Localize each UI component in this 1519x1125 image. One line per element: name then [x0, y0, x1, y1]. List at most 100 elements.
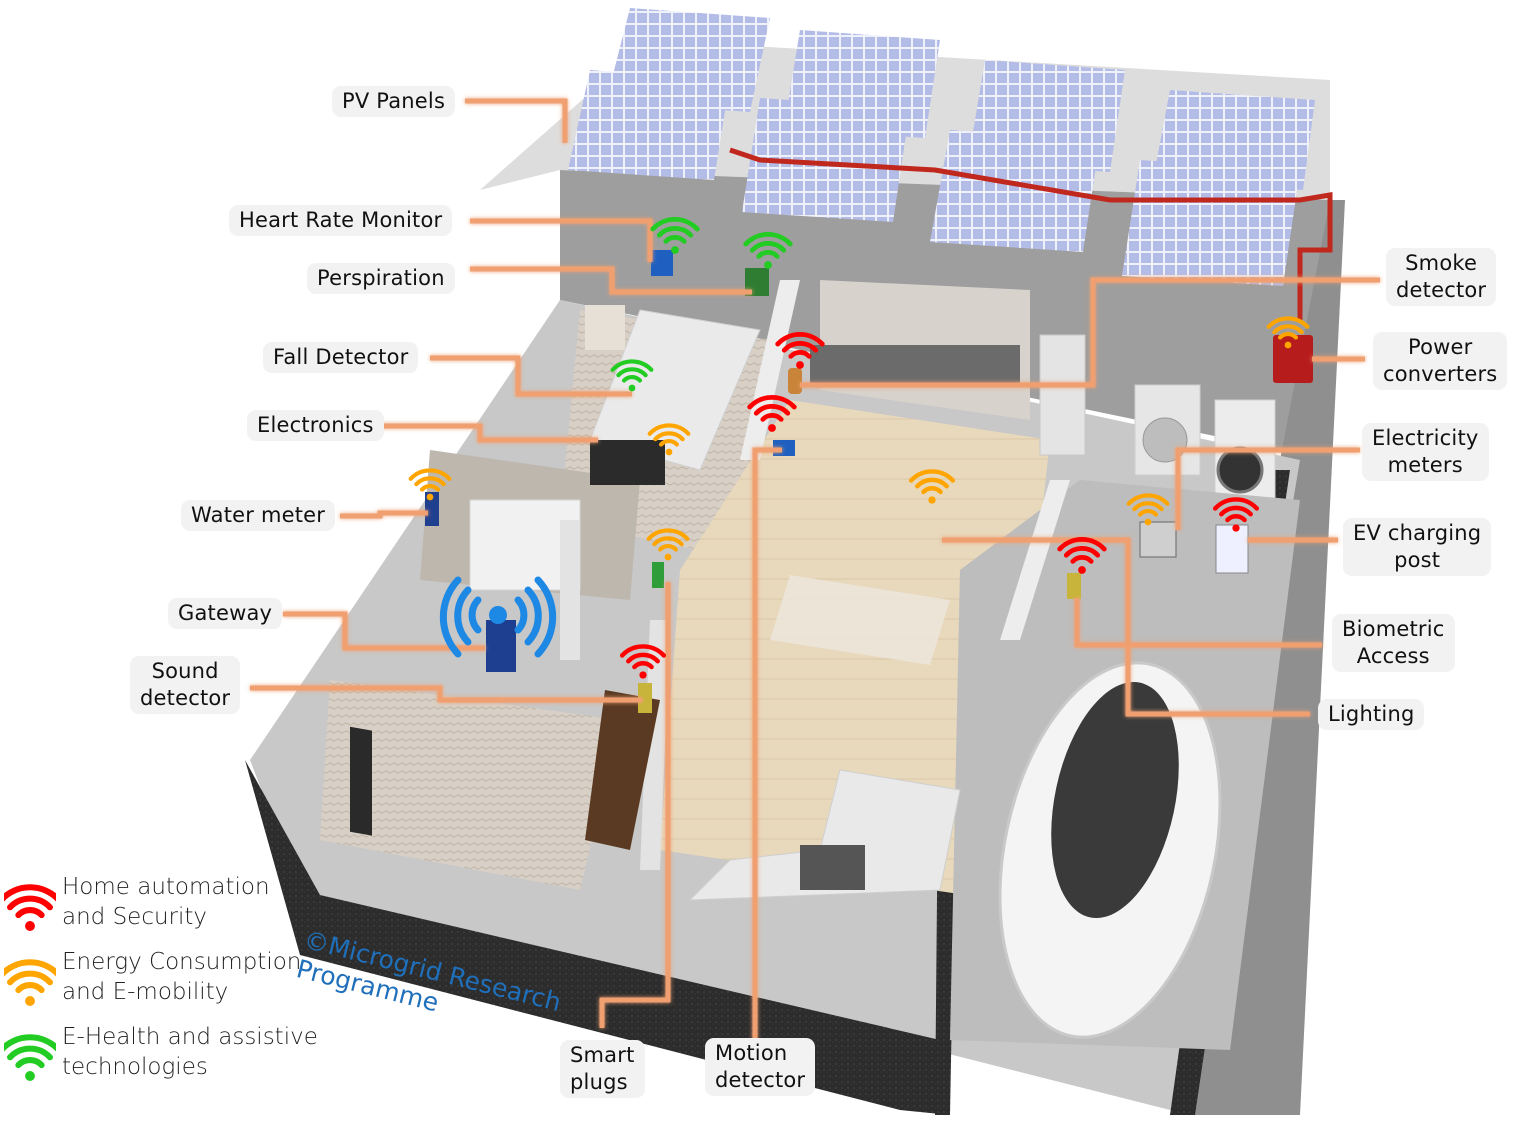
wifi-arc: [632, 661, 654, 670]
label-power-converters: Power converters: [1373, 332, 1508, 390]
label-electricity-meters-line1: Electricity: [1372, 426, 1479, 450]
heart-rate-wifi-icon: [650, 217, 700, 254]
gateway-wave-left: [439, 576, 462, 658]
label-fall-detector: Fall Detector: [263, 342, 419, 373]
gateway-wave-right: [524, 586, 542, 646]
wifi-arc: [656, 226, 694, 238]
wifi-dot: [671, 246, 679, 254]
label-smart-plugs-line1: Smart: [570, 1043, 635, 1067]
sound-detector-device: [638, 683, 652, 713]
label-gateway: Gateway: [168, 598, 283, 629]
wifi-arc: [621, 375, 643, 383]
pv-panel: [930, 130, 1100, 252]
label-ev-charging-line2: post: [1394, 548, 1441, 572]
smoke-detector-device: [788, 368, 802, 394]
wifi-arc: [921, 486, 943, 495]
power-converter-wifi-icon: [1266, 316, 1310, 349]
label-smoke-detector-line1: Smoke: [1405, 251, 1478, 275]
label-pv-panels: PV Panels: [332, 86, 456, 117]
legend-energy-line1: Energy Consumption: [62, 949, 302, 975]
smart-plug-wifi-icon: [646, 528, 690, 561]
pv-panel: [1122, 160, 1300, 286]
label-sound-detector-line2: detector: [140, 686, 231, 710]
wifi-arc: [1225, 514, 1247, 523]
inner-wall: [640, 620, 670, 870]
wifi-arc: [1219, 505, 1253, 517]
gateway-broadcast-icon: [439, 576, 557, 658]
connector-electricity-meters: [1175, 447, 1360, 530]
label-sound-detector-line1: Sound: [151, 659, 219, 683]
connector-fall-detector: [430, 355, 632, 397]
wifi-dot: [796, 361, 804, 369]
wifi-arc: [915, 477, 949, 489]
legend-security-line2: and Security: [62, 904, 208, 930]
label-smoke-detector-line2: detector: [1396, 278, 1487, 302]
wifi-arc: [4, 959, 56, 977]
biometric-wifi-icon: [1057, 537, 1107, 574]
pv-cable: [729, 147, 1333, 320]
wifi-arc: [4, 1034, 56, 1052]
electricity-meter-wifi-icon: [1126, 493, 1170, 526]
label-power-converters-line2: converters: [1383, 362, 1498, 386]
wifi-dot: [426, 493, 434, 501]
wifi-icon: [4, 884, 56, 931]
nightstand: [585, 305, 625, 350]
wifi-arc: [7, 1045, 53, 1061]
wifi-arc: [775, 332, 825, 347]
label-motion-detector-line1: Motion: [715, 1041, 788, 1065]
smoke-detector-wifi-icon: [775, 332, 825, 369]
wifi-arc: [1132, 501, 1164, 512]
dryer-drum: [1216, 446, 1264, 494]
legend-health-line2: technologies: [62, 1054, 208, 1080]
water-meter-device: [425, 492, 439, 526]
car-windshield: [1051, 681, 1179, 919]
legend-item-health: E-Health and assistive technologies: [0, 1022, 320, 1086]
wifi-arc: [647, 423, 691, 436]
coffee-table: [800, 845, 865, 890]
wifi-arc: [7, 895, 53, 911]
wifi-dot: [25, 996, 35, 1006]
wifi-dot: [1144, 518, 1152, 526]
wifi-arc: [414, 476, 446, 487]
label-smoke-detector: Smoke detector: [1386, 248, 1497, 306]
wifi-arc: [756, 250, 780, 259]
legend-health-line1: E-Health and assistive: [62, 1024, 318, 1050]
wifi-arc: [646, 528, 690, 541]
wifi-dot: [664, 553, 672, 561]
wifi-dot: [768, 424, 776, 432]
water-meter-wifi-icon: [408, 468, 452, 501]
wifi-dot: [665, 448, 673, 456]
label-electricity-meters-line2: meters: [1387, 453, 1463, 477]
wifi-arc: [749, 241, 787, 253]
foundation-left: [245, 760, 950, 1115]
wifi-arc: [408, 468, 452, 481]
pv-panel: [742, 98, 910, 222]
wifi-arc: [1063, 546, 1101, 558]
device-wifi-icons: [408, 217, 1310, 679]
electronics-wifi-icon: [647, 423, 691, 456]
fridge: [1039, 334, 1086, 456]
wifi-arc: [747, 395, 797, 410]
dining-table: [770, 575, 950, 665]
label-smart-plugs: Smart plugs: [560, 1040, 645, 1098]
label-smart-plugs-line2: plugs: [570, 1070, 628, 1094]
legend-energy-line2: and E-mobility: [62, 979, 229, 1005]
wifi-arc: [610, 359, 654, 372]
wifi-arc: [15, 1057, 45, 1069]
wifi-arc: [1277, 332, 1299, 340]
monitor: [350, 726, 372, 836]
wifi-arc: [781, 341, 819, 353]
label-ev-charging-line1: EV charging: [1353, 521, 1482, 545]
legend-wifi-icon: [4, 884, 56, 931]
legend-item-security: Home automation and Security: [0, 872, 320, 936]
wifi-arc: [4, 884, 56, 902]
connector-lines: [250, 98, 1380, 1040]
label-biometric-line2: Access: [1356, 644, 1430, 668]
gateway-wave-left: [454, 586, 472, 646]
legend-wifi-icon: [4, 1034, 56, 1081]
legend-wifi-icon: [4, 959, 56, 1006]
fall-detector-wifi-icon: [610, 359, 654, 392]
wifi-arc: [753, 404, 791, 416]
label-electricity-meters: Electricity meters: [1362, 423, 1489, 481]
wifi-arc: [1272, 324, 1304, 335]
